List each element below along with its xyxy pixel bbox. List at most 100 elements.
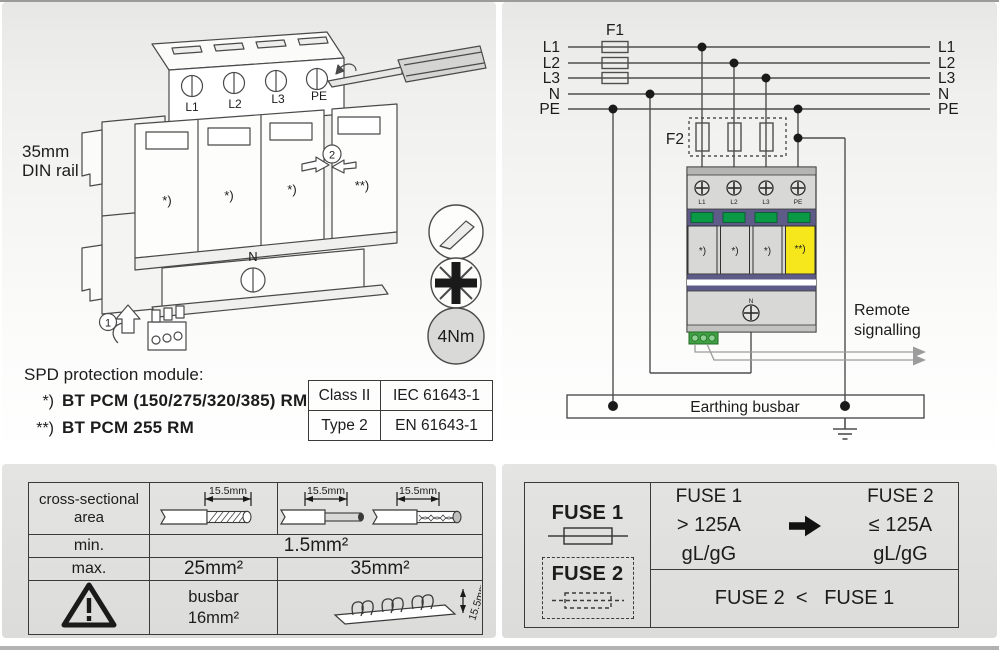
terminal-label-l3: L3 (271, 92, 285, 106)
header-line-2: area (73, 508, 105, 526)
f2-label: F2 (666, 131, 684, 148)
f1-fuses (601, 40, 629, 85)
din-rail-label-2: DIN rail (22, 161, 79, 180)
min-label: min. (28, 534, 150, 558)
remote-terminal-block (688, 331, 719, 345)
max-label: max. (28, 557, 150, 581)
device-mark-1: *) (699, 246, 706, 257)
header-line-1: cross-sectional (38, 491, 140, 509)
wiring-schematic: L1 L2 L3 N PE L1 L2 L3 N PE F1 F2 Remote… (539, 22, 959, 440)
busbar-dim: 15.5mm (466, 582, 481, 622)
standard-en: EN 61643-1 (380, 410, 493, 441)
bus-label-right-pe: PE (938, 101, 959, 118)
remote-signalling-wires (694, 343, 913, 361)
fuse2-condition-title: FUSE 2 (867, 486, 934, 508)
standard-class: Class II (308, 380, 381, 411)
busbar-graphic-cell: 15.5mm (277, 580, 490, 635)
bus-label-right-l1: L1 (938, 39, 955, 56)
module-mark-4: **) (355, 178, 369, 193)
page-top-border (0, 0, 999, 2)
spd-device-graphic (134, 31, 398, 318)
fuse1-condition-title: FUSE 1 (675, 486, 743, 508)
neutral-label: N (248, 249, 257, 264)
fuse2-condition-value: ≤ 125A gL/gG (868, 513, 933, 565)
warning-icon (61, 582, 117, 628)
standards-table: Class II IEC 61643-1 Type 2 EN 61643-1 (308, 380, 493, 441)
junction-dots (608, 42, 850, 411)
torque-badge-icon (427, 307, 485, 365)
device-mark-3: *) (764, 246, 771, 257)
note-star-prefix: *) (42, 393, 54, 410)
pozidriv-bit-icon (430, 257, 482, 309)
fuse-rule: FUSE 2 < FUSE 1 (650, 569, 959, 628)
bus-lines (568, 46, 930, 110)
strip-length-3: 15.5mm (399, 485, 437, 497)
table-row: FUSE 2 < FUSE 1 (525, 569, 959, 628)
bus-label-right-l2: L2 (938, 55, 955, 72)
busbar-word: busbar (188, 587, 239, 606)
table-row: Type 2 EN 61643-1 (308, 410, 493, 441)
step1-connector (115, 304, 187, 351)
fuse1-symbol-icon (547, 526, 628, 545)
standard-type: Type 2 (308, 410, 381, 441)
standard-iec: IEC 61643-1 (380, 380, 493, 411)
implies-arrow-icon (788, 515, 821, 537)
device-terminal-pe: PE (794, 199, 803, 206)
fuse-legend-cell: FUSE 1 FUSE 2 (524, 482, 651, 628)
fuse2-legend-box: FUSE 2 (541, 556, 634, 619)
table-row: min. 1.5mm² (28, 534, 483, 558)
device-terminal-l3: L3 (762, 199, 770, 206)
fuse2-condition: FUSE 2 ≤ 125A gL/gG (843, 483, 958, 569)
table-row: max. 25mm² 35mm² (28, 557, 483, 581)
step2-circle (322, 144, 342, 164)
device-purple-band-top (686, 208, 817, 227)
torque-value: 4Nm (438, 326, 475, 346)
bus-label-right-l3: L3 (938, 70, 955, 87)
fuse2-symbol-icon (551, 591, 624, 609)
busbar-size: 16mm² (187, 608, 240, 627)
flathead-screwdriver-icon (428, 204, 484, 260)
schematic-panel: L1 L2 L3 N PE L1 L2 L3 N PE F1 F2 Remote… (502, 2, 997, 458)
device-terminal-l1: L1 (698, 199, 706, 206)
note-dstar-text: BT PCM 255 RM (62, 418, 195, 437)
screwdriver-graphic (327, 45, 487, 88)
remote-arrow-icon (913, 354, 926, 366)
fuse-condition-cell: FUSE 1 > 125A gL/gG FUSE 2 ≤ 125A gL/gG (650, 482, 959, 570)
bus-label-left-l3: L3 (543, 70, 560, 87)
device-neutral-label: N (749, 298, 754, 305)
table-row: Class II IEC 61643-1 (308, 380, 493, 411)
earthing-busbar-box (566, 394, 925, 419)
device-mark-2: *) (731, 246, 738, 257)
fuse2-legend-title: FUSE 2 (551, 562, 624, 585)
note-star-text: BT PCM (150/275/320/385) RM (62, 391, 308, 410)
f1-label: F1 (606, 22, 624, 39)
device-terminal-l2: L2 (730, 199, 738, 206)
step1-circle (98, 312, 118, 332)
din-rail-label-1: 35mm (22, 142, 69, 161)
bus-label-left-n: N (549, 86, 560, 103)
module-mark-3: *) (287, 182, 296, 197)
installation-panel: 35mm DIN rail L1 L2 L3 PE N *) *) *) **)… (2, 2, 496, 458)
busbar-spec: busbar 16mm² (149, 580, 278, 635)
table-row: cross-sectional area 15.5mm (28, 482, 483, 535)
table-row: FUSE 1 FUSE 2 (524, 482, 959, 628)
min-value: 1.5mm² (149, 534, 483, 558)
ground-symbol (833, 418, 857, 440)
stripped-wire-graphic: 15.5mm (159, 485, 252, 525)
remote-arrow-icon (913, 346, 926, 358)
spd-notes: SPD protection module: *) BT PCM (150/27… (24, 366, 307, 437)
wire-solid-stranded-cell: 15.5mm 15.5mm (277, 482, 483, 535)
device-mark-4: **) (794, 244, 805, 255)
table-row: busbar 16mm² 15 (28, 580, 490, 635)
wire-stripped-cell: 15.5mm (149, 482, 278, 535)
fuse1-legend-title: FUSE 1 (551, 501, 624, 524)
fuse-table: FUSE 1 FUSE 2 (524, 482, 959, 628)
remote-label-2: signalling (854, 322, 921, 339)
strip-length-2: 15.5mm (307, 485, 345, 497)
terminal-label-l2: L2 (228, 97, 242, 111)
step2-arrows (301, 156, 357, 174)
bus-label-left-l2: L2 (543, 55, 560, 72)
module-mark-2: *) (224, 188, 233, 203)
busbar-graphic: 15.5mm (333, 582, 490, 625)
